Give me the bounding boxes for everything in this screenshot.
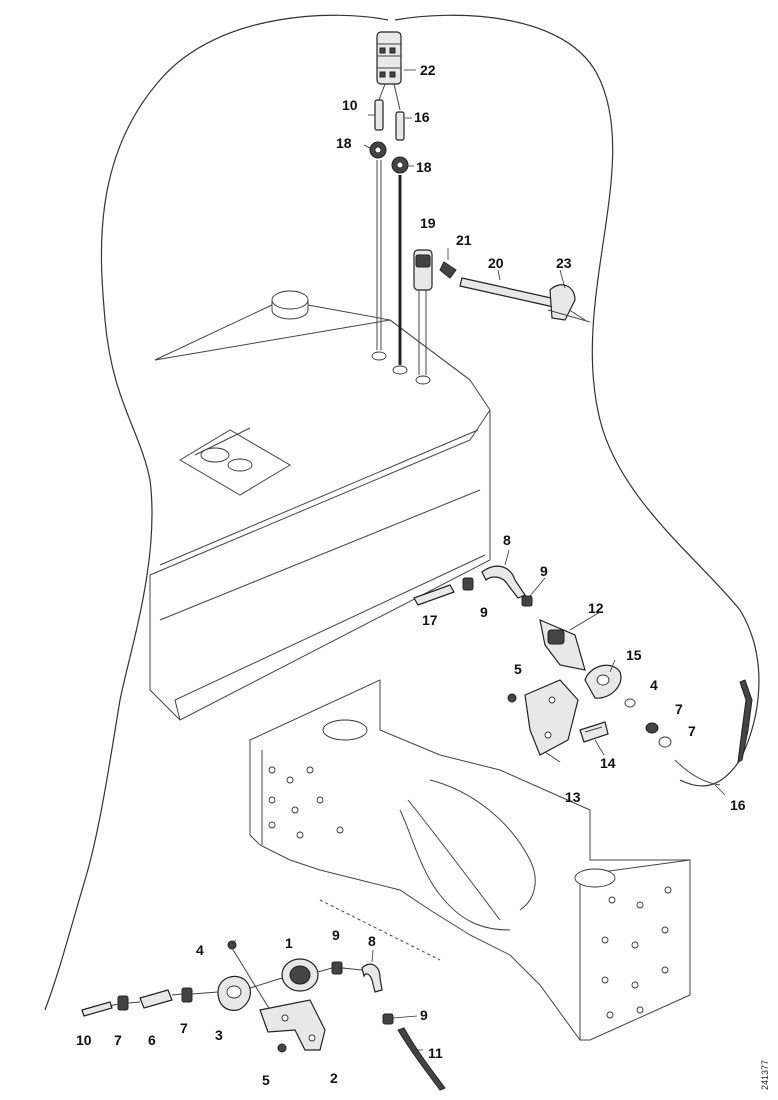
callout-7-upper-a: 7 xyxy=(675,701,683,717)
grommet-part-18-left xyxy=(369,141,387,159)
washer-part-4-upper xyxy=(624,698,636,708)
callout-4-upper: 4 xyxy=(650,677,658,693)
callout-9-upper-b: 9 xyxy=(480,604,488,620)
pipe-part-6 xyxy=(139,989,173,1009)
filter-part-15 xyxy=(584,664,622,699)
callout-5-lower: 5 xyxy=(262,1072,270,1088)
callout-19: 19 xyxy=(420,215,436,231)
callout-7-lower-b: 7 xyxy=(180,1020,188,1036)
callout-18-left: 18 xyxy=(336,135,352,151)
elbow-part-8-upper xyxy=(481,565,526,599)
connector-part-22 xyxy=(376,31,402,111)
sender-part-19 xyxy=(413,249,433,291)
callout-9-lower-a: 9 xyxy=(332,927,340,943)
callout-17: 17 xyxy=(422,612,438,628)
sleeve-part-16-top xyxy=(395,111,405,141)
callout-21: 21 xyxy=(456,232,472,248)
callout-6: 6 xyxy=(148,1032,156,1048)
bolt-part-14 xyxy=(579,721,609,743)
bracket-part-23 xyxy=(547,284,591,323)
lower-assembly xyxy=(81,940,446,1091)
sensor-rods xyxy=(371,160,431,385)
chassis-crossmember xyxy=(249,679,691,1041)
callout-labels: 22 10 16 18 18 19 21 20 23 8 9 9 17 12 1… xyxy=(76,62,746,1088)
hose-part-11 xyxy=(397,1027,446,1091)
callout-2: 2 xyxy=(330,1070,338,1086)
callout-16-right: 16 xyxy=(730,797,746,813)
callout-9-lower-b: 9 xyxy=(420,1007,428,1023)
pump-part-1 xyxy=(281,958,319,992)
callout-22: 22 xyxy=(420,62,436,78)
clamp-part-9-upper-right xyxy=(521,595,533,607)
pipe-part-10-lower xyxy=(81,1001,113,1017)
callout-5-upper: 5 xyxy=(514,661,522,677)
callout-9-upper-a: 9 xyxy=(540,563,548,579)
clip-part-21 xyxy=(439,261,457,279)
screw-part-5-upper xyxy=(507,693,517,703)
callout-20: 20 xyxy=(488,255,504,271)
nut-part-7-lower-a xyxy=(117,995,129,1011)
crossmember-holes xyxy=(268,766,672,1019)
nut-part-7-upper-a xyxy=(645,722,659,734)
rod-part-4-lower xyxy=(227,940,271,1011)
callout-7-lower-a: 7 xyxy=(114,1032,122,1048)
pump-part-12 xyxy=(539,618,586,671)
nut-part-7-upper-b xyxy=(658,736,672,748)
callout-1: 1 xyxy=(285,935,293,951)
harness-wire-outline xyxy=(44,14,760,1011)
fuel-tank xyxy=(149,290,491,721)
callout-10-top: 10 xyxy=(342,97,358,113)
drawing-reference-number: 241377 xyxy=(760,1060,770,1090)
callout-23: 23 xyxy=(556,255,572,271)
callout-18-right: 18 xyxy=(416,159,432,175)
hose-part-17 xyxy=(413,584,455,606)
housing-part-3 xyxy=(217,975,251,1011)
callout-11: 11 xyxy=(428,1045,443,1061)
callout-14: 14 xyxy=(600,755,616,771)
clamp-part-9-upper-left xyxy=(462,577,474,591)
callout-12: 12 xyxy=(588,600,604,616)
nut-part-7-lower-b xyxy=(181,987,193,1003)
callout-7-upper-b: 7 xyxy=(688,723,696,739)
callout-3: 3 xyxy=(215,1027,223,1043)
elbow-part-8-lower xyxy=(361,963,383,993)
callout-leaders xyxy=(231,69,726,1051)
callout-16-top: 16 xyxy=(414,109,430,125)
clamp-part-9-lower-b xyxy=(382,1013,394,1025)
callout-8-upper: 8 xyxy=(503,532,511,548)
callout-8-lower: 8 xyxy=(368,933,376,949)
tank-label-plate xyxy=(179,427,291,496)
callout-13: 13 xyxy=(565,789,581,805)
callout-10-lower: 10 xyxy=(76,1032,92,1048)
callout-15: 15 xyxy=(626,647,642,663)
cable-part-16-right xyxy=(674,679,753,786)
grommet-part-18-right xyxy=(391,156,409,174)
callout-4-lower: 4 xyxy=(196,942,204,958)
bracket-part-13 xyxy=(524,679,579,756)
screw-part-5-lower xyxy=(277,1043,287,1053)
bracket-part-2 xyxy=(259,999,326,1051)
sleeve-part-10-top xyxy=(374,99,384,131)
